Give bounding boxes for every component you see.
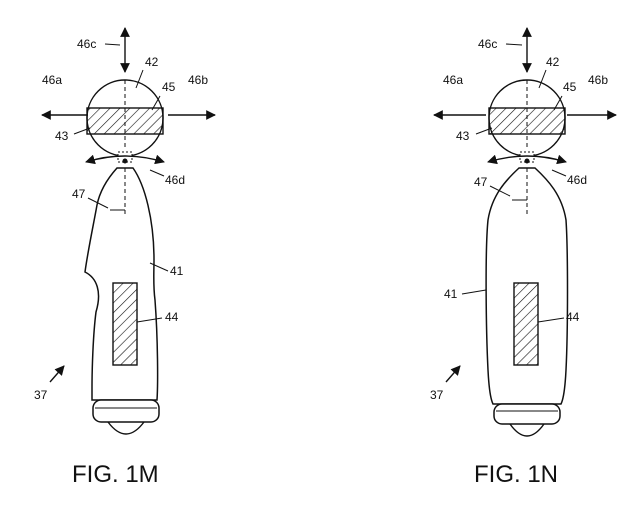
label-46a: 46a: [42, 73, 62, 87]
label-47: 47: [474, 175, 488, 189]
label-37: 37: [430, 388, 444, 402]
label-42: 42: [145, 55, 159, 69]
label-46d: 46d: [165, 173, 185, 187]
base-cap: [92, 399, 160, 423]
label-41: 41: [444, 287, 458, 301]
label-43: 43: [55, 129, 69, 143]
window-44: [112, 282, 138, 366]
label-37: 37: [34, 388, 48, 402]
arrow-37: [445, 365, 461, 383]
label-45: 45: [162, 80, 176, 94]
label-46b: 46b: [588, 73, 608, 87]
label-46d: 46d: [567, 173, 587, 187]
label-42: 42: [546, 55, 560, 69]
caption-fig-1m: FIG. 1M: [72, 461, 159, 488]
label-46c: 46c: [77, 37, 96, 51]
base-dome: [107, 421, 145, 435]
figure-1n: 46c 42 46a 46b 45 43 46d 47 41 44 37 FIG…: [430, 27, 617, 488]
label-46c: 46c: [478, 37, 497, 51]
label-46a: 46a: [443, 73, 463, 87]
window-44: [513, 282, 539, 366]
base-dome: [509, 423, 545, 437]
pivot-45: [122, 158, 128, 164]
label-46b: 46b: [188, 73, 208, 87]
arrow-37: [49, 365, 65, 383]
pivot-45: [524, 158, 530, 164]
label-45: 45: [563, 80, 577, 94]
label-44: 44: [566, 310, 580, 324]
label-41: 41: [170, 264, 184, 278]
label-47: 47: [72, 187, 86, 201]
base-cap: [493, 403, 561, 425]
figure-1m: 46c 42 46a 46b 45 43 46d 47 41 44 37 FIG…: [34, 27, 216, 488]
arrow-46d: [85, 154, 165, 165]
label-44: 44: [165, 310, 179, 324]
caption-fig-1n: FIG. 1N: [474, 461, 558, 488]
label-43: 43: [456, 129, 470, 143]
arrow-46d: [487, 154, 567, 165]
